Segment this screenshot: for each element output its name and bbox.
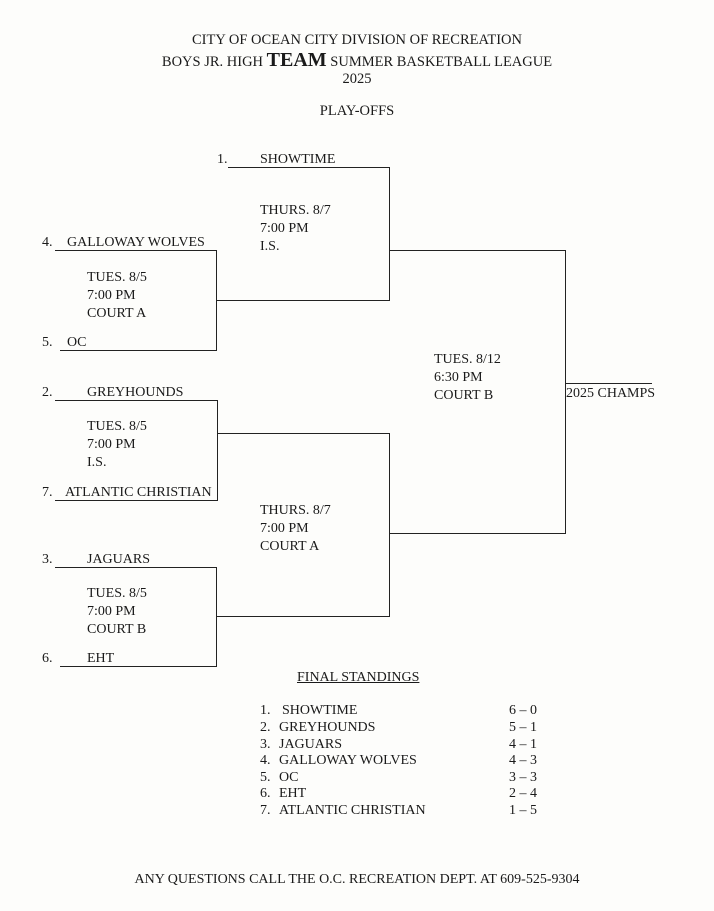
game-1-top-seed: 4.	[42, 235, 53, 250]
semi-1-court: I.S.	[260, 239, 280, 254]
header-line-2-suffix: SUMMER BASKETBALL LEAGUE	[326, 54, 553, 70]
standings-record: 4 – 3	[509, 753, 537, 768]
playoffs-title: PLAY-OFFS	[319, 103, 395, 119]
game-1-court: COURT A	[87, 306, 147, 321]
game-1-bottom-team: OC	[67, 335, 87, 350]
final-info: TUES. 8/12 6:30 PM COURT B	[434, 352, 501, 406]
standings-record: 2 – 4	[509, 786, 537, 801]
game-2-time: 7:00 PM	[87, 437, 136, 452]
header-line-1: CITY OF OCEAN CITY DIVISION OF RECREATIO…	[191, 32, 522, 48]
header-line-2: BOYS JR. HIGH TEAM SUMMER BASKETBALL LEA…	[0, 50, 714, 72]
semi-2-day: THURS. 8/7	[260, 503, 331, 518]
standings-team: ATLANTIC CHRISTIAN	[279, 803, 426, 818]
game-3-court: COURT B	[87, 622, 147, 637]
game-2-top-seed: 2.	[42, 385, 53, 400]
game-3-bottom-seed: 6.	[42, 651, 53, 666]
semi-2-info: THURS. 8/7 7:00 PM COURT A	[260, 503, 331, 557]
semi-2-court: COURT A	[260, 539, 320, 554]
standings-rank: 2.	[260, 720, 271, 735]
standings-rank: 3.	[260, 737, 271, 752]
game-1-day: TUES. 8/5	[87, 270, 147, 285]
game-2-court: I.S.	[87, 455, 107, 470]
game-2-info: TUES. 8/5 7:00 PM I.S.	[87, 419, 147, 473]
game-3-day: TUES. 8/5	[87, 586, 147, 601]
standings-record: 3 – 3	[509, 770, 537, 785]
standings-rank: 6.	[260, 786, 271, 801]
standings-team: GALLOWAY WOLVES	[279, 753, 417, 768]
standings-rank: 5.	[260, 770, 271, 785]
game-3-bottom-team: EHT	[87, 651, 115, 666]
footer-contact: ANY QUESTIONS CALL THE O.C. RECREATION D…	[134, 872, 580, 887]
semi-1-day: THURS. 8/7	[260, 203, 331, 218]
standings-title: FINAL STANDINGS	[297, 670, 420, 685]
game-1-top-team: GALLOWAY WOLVES	[67, 235, 205, 250]
header-line-2-prefix: BOYS JR. HIGH	[161, 54, 267, 70]
bye-team: SHOWTIME	[260, 152, 336, 167]
semi-1-info: THURS. 8/7 7:00 PM I.S.	[260, 203, 331, 257]
header-team-word: TEAM	[266, 49, 327, 71]
game-2-bottom-team: ATLANTIC CHRISTIAN	[65, 485, 212, 500]
standings-team: OC	[279, 770, 299, 785]
standings-rank: 1.	[260, 703, 271, 718]
game-1-time: 7:00 PM	[87, 288, 136, 303]
standings-record: 5 – 1	[509, 720, 537, 735]
standings-record: 1 – 5	[509, 803, 537, 818]
standings-team: EHT	[279, 786, 307, 801]
standings-rank: 7.	[260, 803, 271, 818]
standings-team: SHOWTIME	[282, 703, 358, 718]
champs-label: 2025 CHAMPS	[566, 386, 656, 401]
final-time: 6:30 PM	[434, 370, 483, 385]
game-3-top-team: JAGUARS	[87, 552, 151, 567]
standings-team: GREYHOUNDS	[279, 720, 376, 735]
game-1-info: TUES. 8/5 7:00 PM COURT A	[87, 270, 147, 324]
semi-2-time: 7:00 PM	[260, 521, 309, 536]
header-year: 2025	[342, 71, 372, 87]
game-3-time: 7:00 PM	[87, 604, 136, 619]
game-3-top-seed: 3.	[42, 552, 53, 567]
final-court: COURT B	[434, 388, 494, 403]
game-1-bottom-seed: 5.	[42, 335, 53, 350]
game-3-info: TUES. 8/5 7:00 PM COURT B	[87, 586, 147, 640]
game-2-day: TUES. 8/5	[87, 419, 147, 434]
standings-record: 6 – 0	[509, 703, 537, 718]
standings-rank: 4.	[260, 753, 271, 768]
standings-record: 4 – 1	[509, 737, 537, 752]
game-2-top-team: GREYHOUNDS	[87, 385, 184, 400]
standings-team: JAGUARS	[279, 737, 343, 752]
game-2-bottom-seed: 7.	[42, 485, 53, 500]
final-day: TUES. 8/12	[434, 352, 501, 367]
semi-1-time: 7:00 PM	[260, 221, 309, 236]
bye-seed: 1.	[217, 152, 228, 167]
